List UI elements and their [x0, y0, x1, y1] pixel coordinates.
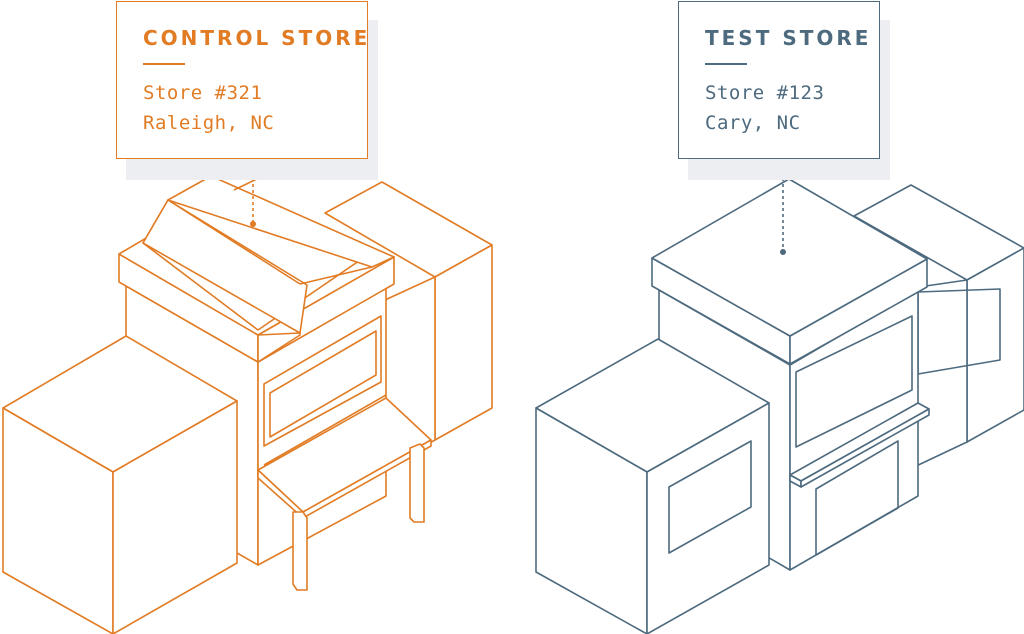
test-store-divider [705, 63, 747, 65]
control-store-number: Store #321 [143, 82, 263, 104]
test-pin-dot [780, 249, 786, 255]
test-store-title: TEST STORE [705, 26, 872, 50]
control-store-location: Raleigh, NC [143, 112, 275, 134]
test-roof [651, 178, 928, 365]
control-store-building [2, 160, 493, 634]
test-front-block [535, 338, 770, 634]
test-store-number: Store #123 [705, 82, 825, 104]
test-store-building [535, 160, 1024, 634]
test-store-location: Cary, NC [705, 112, 801, 134]
test-awning [789, 402, 930, 488]
control-awning [257, 394, 432, 591]
test-store-card: TEST STORE Store #123 Cary, NC [678, 1, 880, 159]
control-store-title: CONTROL STORE [143, 26, 371, 50]
control-back-block [324, 181, 493, 469]
control-store-divider [143, 63, 185, 65]
control-pin-dot [250, 221, 256, 227]
control-store-card: CONTROL STORE Store #321 Raleigh, NC [116, 1, 368, 159]
control-roof [118, 175, 395, 363]
control-front-block [2, 335, 238, 634]
